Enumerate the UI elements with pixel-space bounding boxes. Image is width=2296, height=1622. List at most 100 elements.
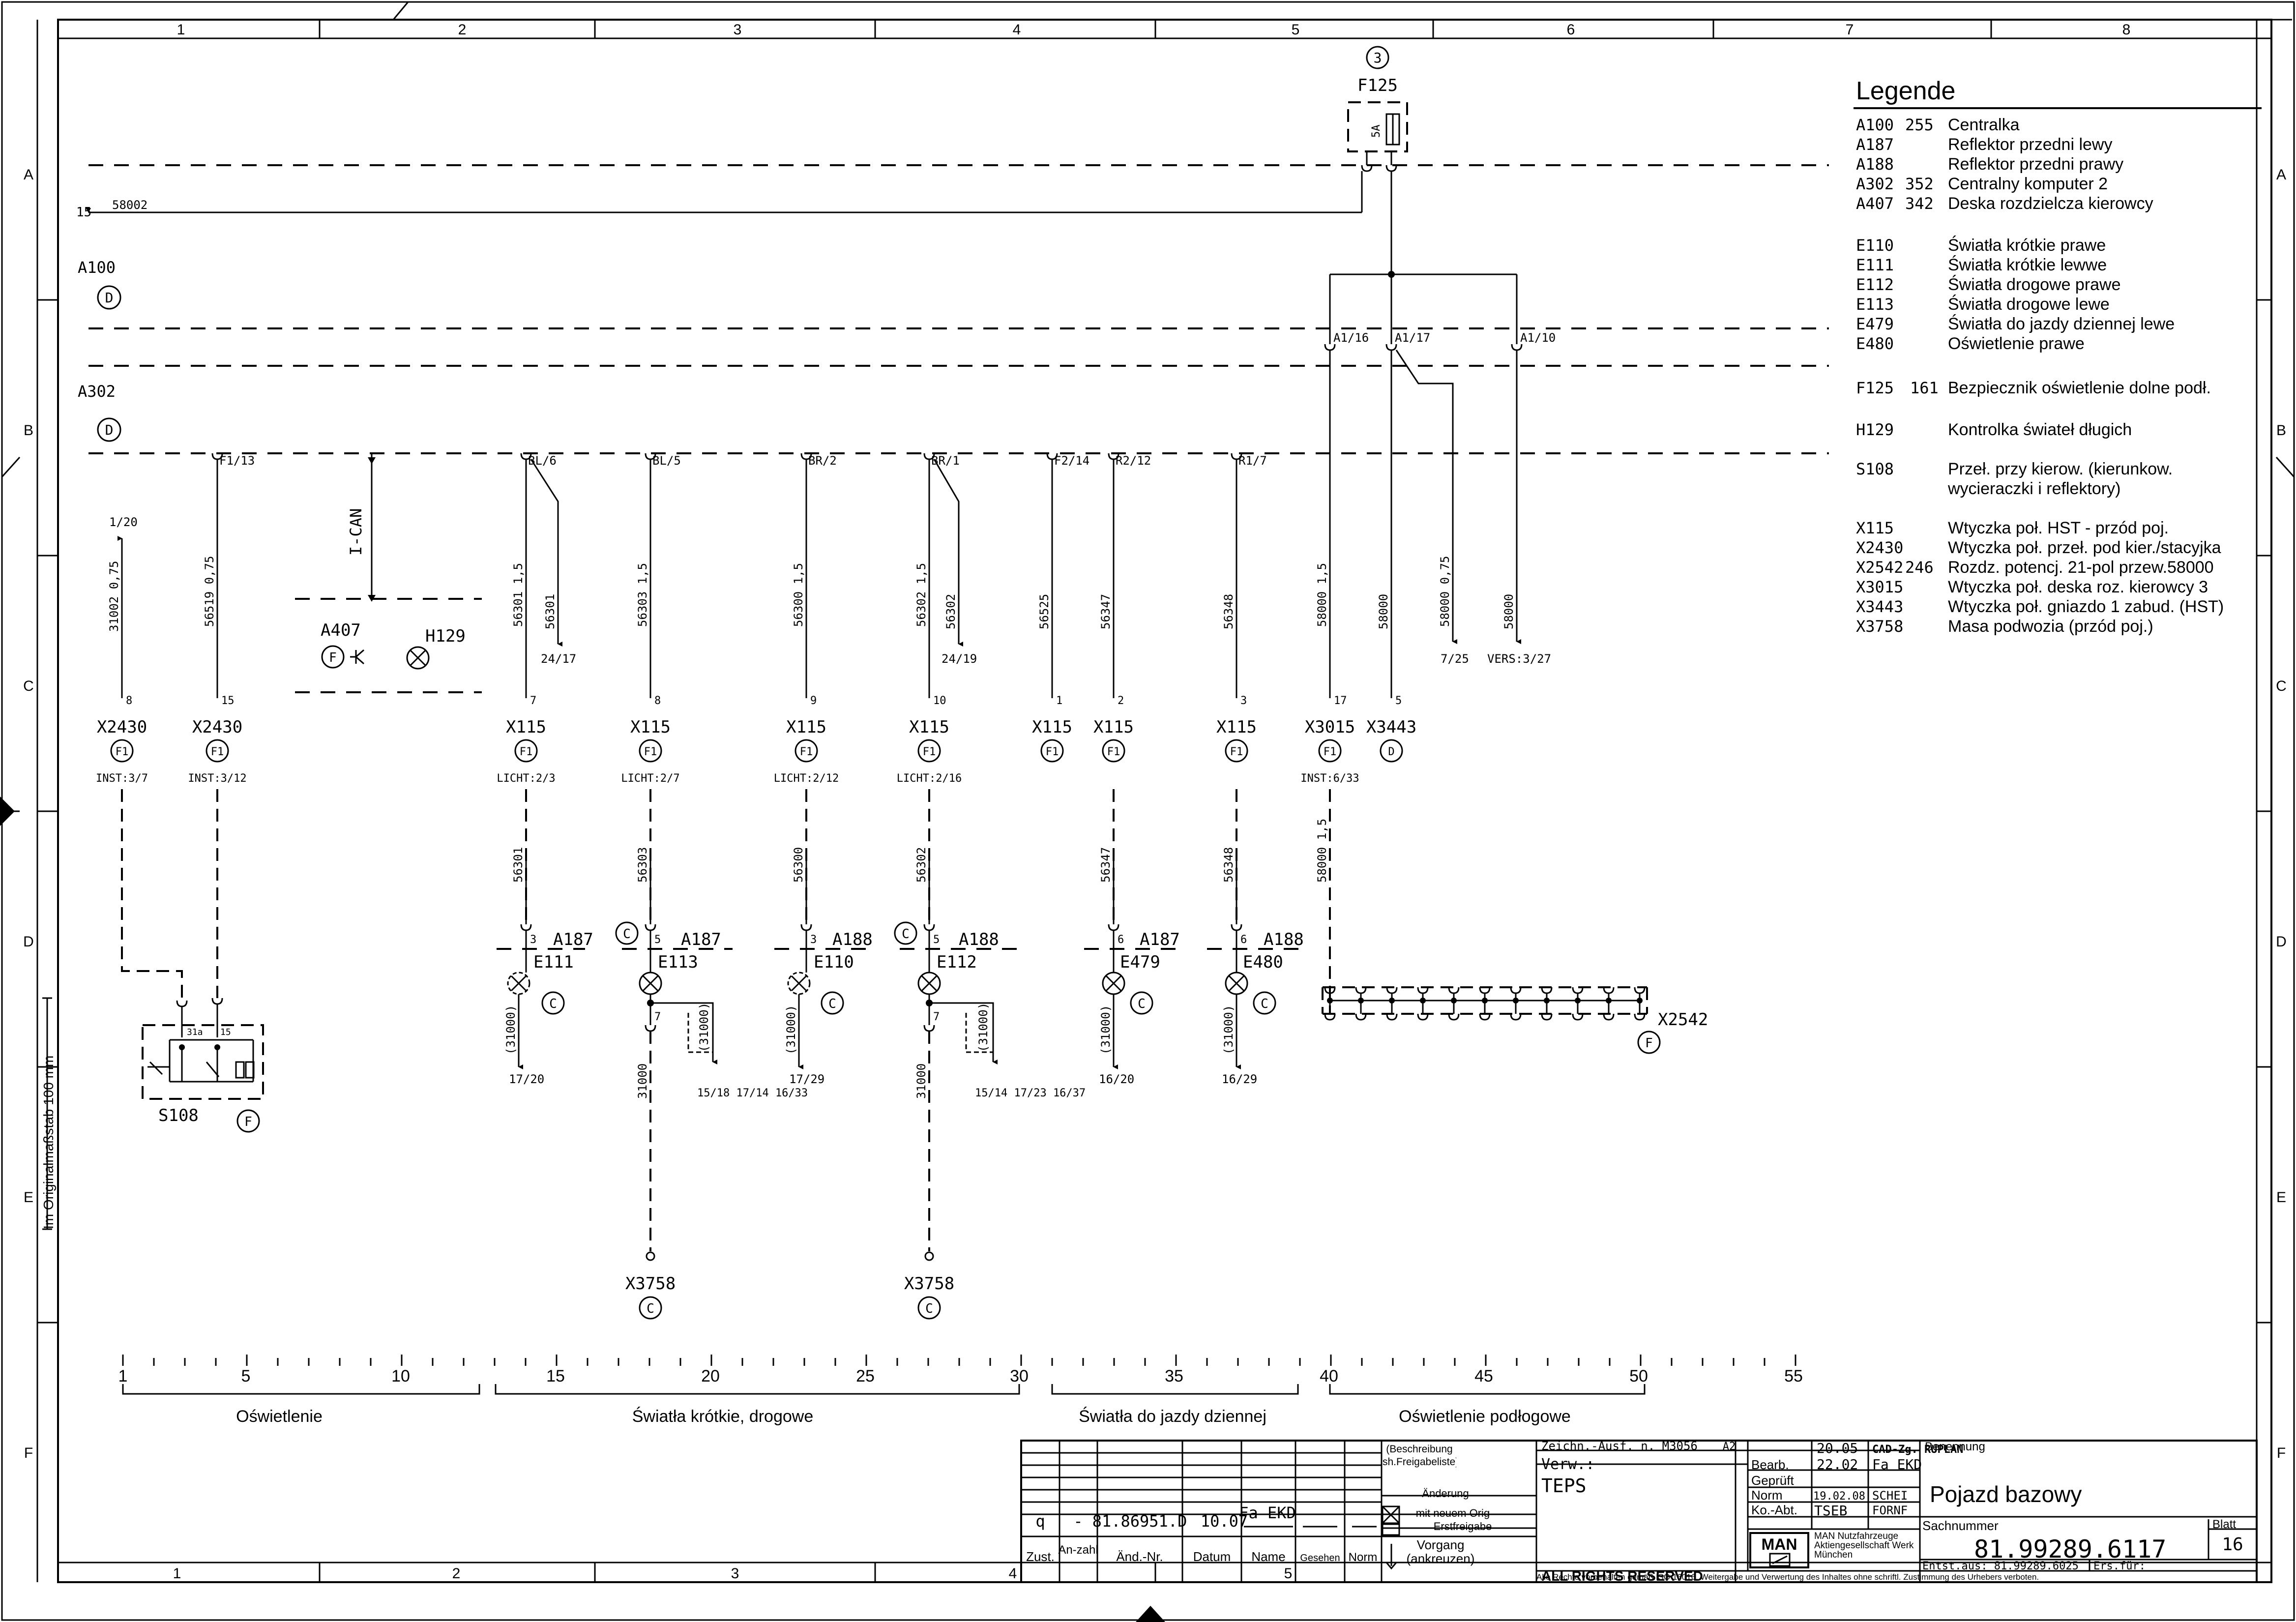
erstfreigabe-checkbox[interactable] — [1382, 1523, 1400, 1536]
lamp-name: E111 — [533, 952, 574, 972]
pin-7: 7 — [654, 1011, 661, 1023]
legend-text: Rozdz. potencj. 21-pol przew.58000 — [1948, 558, 2214, 577]
erstfreigabe-label: Erstfreigabe — [1434, 1520, 1492, 1533]
legend-text: Masa podwozia (przód poj.) — [1948, 617, 2153, 636]
x2542-pin — [1541, 987, 1553, 1021]
lamp-pin: 6 — [1118, 934, 1124, 946]
upper-wire-labels: 31002 0,75 56519 0,75 56301 1,5 56301 56… — [107, 556, 1516, 632]
lamp-ref: 15/18 17/14 16/33 — [697, 1087, 808, 1099]
a302-label: A302 — [78, 382, 116, 401]
connector-x3443-5: 5 X3443 D — [1366, 695, 1416, 763]
scale-40: 40 — [1320, 1367, 1338, 1386]
legend-text: Światła do jazdy dziennej lewe — [1948, 314, 2175, 333]
row-letters: A B C D E F A B C D E F — [23, 167, 2287, 1461]
title-block: q - 81.86951.D 10.07 Fa EKD Zust. An-zah… — [1020, 1439, 2258, 1584]
ground-tag: C — [647, 1301, 654, 1316]
mit-neuem-label: mit neuem Orig — [1416, 1507, 1490, 1519]
lamp-ref: 17/20 — [509, 1072, 544, 1086]
lamp-group: A187 — [681, 930, 721, 949]
row-e-left: E — [24, 1189, 33, 1206]
legend-text: wycieraczki i reflektory) — [1947, 479, 2120, 498]
sachnummer: 81.99289.6117 — [1974, 1535, 2166, 1563]
company-name: MAN Nutzfahrzeuge Aktiengesellschaft Wer… — [1814, 1532, 1914, 1560]
col-4: 4 — [1013, 22, 1021, 38]
connector-tag: F1 — [116, 746, 129, 758]
legend-text: Kontrolka świateł długich — [1948, 420, 2132, 439]
group-swiatla-krotkie: Światła krótkie, drogowe — [632, 1407, 814, 1426]
iso-notice: Alle Rechte vorbehalten gemäß ISO 16016.… — [1536, 1572, 2039, 1582]
rev-aend-nr: 81.86951.D — [1092, 1512, 1187, 1531]
lwire-56303: 56303 — [636, 847, 649, 883]
legend-code: A302 — [1856, 175, 1894, 193]
pin-a1-17: A1/17 — [1395, 331, 1430, 345]
ref-24-19: 24/19 — [942, 652, 977, 666]
lamp-tag-top: C — [623, 927, 631, 942]
connector-name: X115 — [630, 717, 671, 737]
rev-zust: q — [1035, 1512, 1045, 1531]
legend-code: E479 — [1856, 315, 1894, 333]
aenderung-checkbox[interactable] — [1382, 1505, 1400, 1524]
lamp-e480: 6 A188 E480 C (31000) 16/29 — [1207, 924, 1305, 1086]
legend-num: 246 — [1905, 558, 1934, 577]
lamp-group: A187 — [1140, 930, 1180, 949]
wire-58000-d: 58000 — [1502, 594, 1516, 629]
scale-5: 5 — [241, 1367, 251, 1386]
col-4-bottom: 4 — [1009, 1565, 1017, 1582]
a100-tag: D — [97, 285, 121, 310]
a100-tag-text: D — [105, 290, 114, 306]
lamp-ref: 17/29 — [789, 1072, 824, 1086]
connector-x3015-17: 17 X3015 F1 INST:6/33 — [1300, 695, 1359, 785]
lower-wires — [121, 789, 1331, 1013]
format: A2 — [1723, 1441, 1736, 1453]
lamp-tag: C — [1138, 997, 1146, 1011]
pin-br-1: BR/1 — [931, 454, 960, 468]
connector-tag: F1 — [1046, 746, 1059, 758]
connector-name: X3015 — [1305, 717, 1355, 737]
scale-15: 15 — [546, 1367, 565, 1386]
pin-a1-16: A1/16 — [1333, 331, 1369, 345]
head-datum: Datum — [1193, 1549, 1231, 1564]
connector-icon — [350, 649, 364, 665]
rev-anzahl: - — [1073, 1512, 1083, 1531]
beschreibung-note: (Beschreibung sh.Freigabeliste) — [1383, 1444, 1456, 1468]
pin-7: 7 — [933, 1011, 940, 1023]
a407-block: A407 F H129 — [321, 620, 466, 670]
row-bearb: Bearb. — [1751, 1457, 1789, 1472]
pin-a1-10: A1/10 — [1520, 331, 1556, 345]
row-geprueft: Geprüft — [1751, 1473, 1794, 1488]
legend-code: F125 — [1856, 379, 1894, 397]
lamp-ref: 16/20 — [1099, 1072, 1134, 1086]
wire-56347: 56347 — [1099, 594, 1113, 629]
col-5: 5 — [1292, 22, 1300, 38]
sheet-ref: LICHT:2/3 — [497, 772, 555, 785]
lamp-name: E112 — [937, 952, 977, 972]
x2542-pin — [1510, 987, 1522, 1021]
wire-58000-b: 58000 — [1377, 594, 1390, 629]
sheet-ref: LICHT:2/12 — [774, 772, 839, 785]
vorgang-label: Vorgang (ankreuzen) — [1406, 1538, 1475, 1566]
legend-code: A187 — [1856, 135, 1894, 154]
legend-code: E112 — [1856, 275, 1894, 294]
group-oswietlenie-podlogowe: Oświetlenie podłogowe — [1399, 1407, 1571, 1426]
s108-pin-15: 15 — [220, 1027, 231, 1037]
legend-code: E111 — [1856, 256, 1894, 274]
lamp-tag: C — [828, 997, 836, 1011]
legend-text: Światła drogowe lewe — [1948, 295, 2110, 314]
lamp-group: A188 — [1264, 930, 1304, 949]
wire-56300: 56300 1,5 — [792, 563, 805, 627]
row-d-left: D — [23, 934, 34, 950]
rights-reserved: ALL RIGHTS RESERVED — [1541, 1568, 1703, 1584]
connector-name: X3443 — [1366, 717, 1416, 737]
row-e-right: E — [2276, 1189, 2286, 1206]
x2542-pin — [1324, 987, 1336, 1021]
row-a-right: A — [2276, 167, 2286, 183]
wire-56302: 56302 1,5 — [914, 563, 928, 627]
ground-wire: (31000) — [1099, 1005, 1113, 1055]
